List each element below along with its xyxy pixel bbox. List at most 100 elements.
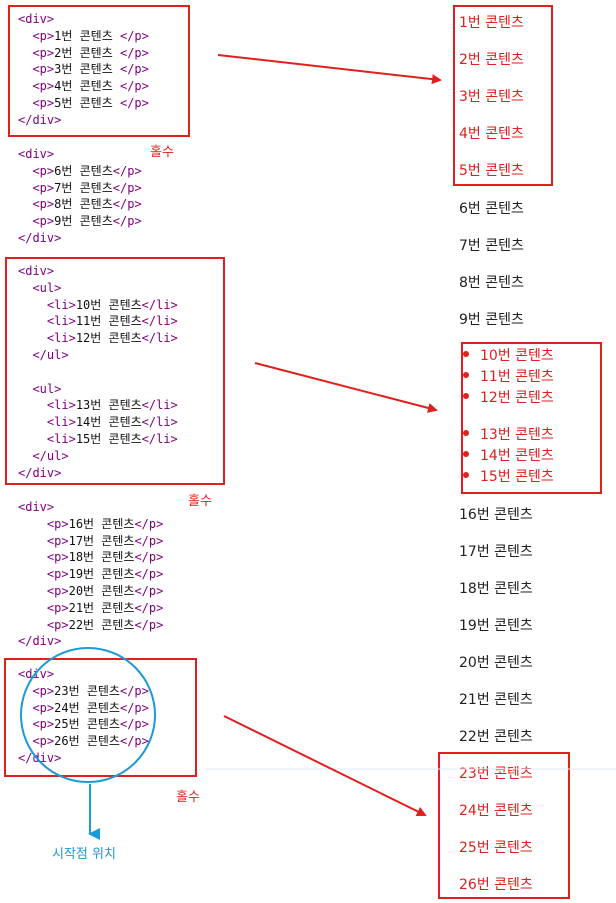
- output-list-item: 15번 콘텐츠: [463, 466, 554, 486]
- code-close-tag: </p>: [134, 583, 164, 598]
- code-content: 3번 콘텐츠: [54, 62, 120, 77]
- code-close-tag: </p>: [119, 734, 149, 749]
- code-close-tag: </li>: [141, 331, 178, 346]
- code-open-tag: <p>: [32, 717, 55, 732]
- output-paragraph: 24번 콘텐츠: [459, 803, 533, 819]
- code-line: <li>12번 콘텐츠</li>: [18, 330, 178, 347]
- code-content: 21번 콘텐츠: [68, 600, 135, 615]
- code-tag: </div>: [18, 112, 62, 127]
- output-paragraph: 23번 콘텐츠: [459, 766, 533, 782]
- code-close-tag: </p>: [112, 180, 142, 195]
- output-box-2: [461, 342, 602, 494]
- code-block-1: <div> <p>1번 콘텐츠 </p> <p>2번 콘텐츠 </p> <p>3…: [18, 11, 149, 129]
- output-paragraph: 4번 콘텐츠: [459, 126, 524, 142]
- output-paragraph: 20번 콘텐츠: [459, 655, 533, 671]
- output-paragraph: 25번 콘텐츠: [459, 840, 533, 856]
- code-close-tag: </p>: [134, 533, 164, 548]
- code-block-4: <div> <p>16번 콘텐츠</p> <p>17번 콘텐츠</p> <p>1…: [18, 499, 163, 650]
- code-content: 6번 콘텐츠: [54, 163, 113, 178]
- code-content: 1번 콘텐츠: [54, 28, 120, 43]
- code-line: <p>5번 콘텐츠 </p>: [18, 95, 148, 112]
- code-open-tag: <p>: [46, 533, 69, 548]
- code-line: <p>8번 콘텐츠</p>: [18, 196, 142, 213]
- code-close-tag: </p>: [119, 700, 149, 715]
- code-line: <p>23번 콘텐츠</p>: [18, 683, 149, 700]
- code-content: 7번 콘텐츠: [54, 180, 113, 195]
- code-open-tag: <p>: [46, 550, 69, 565]
- output-list-item: 11번 콘텐츠: [463, 366, 554, 386]
- code-line: </ul>: [18, 347, 178, 364]
- code-line: </div>: [18, 112, 149, 129]
- code-content: 12번 콘텐츠: [75, 331, 142, 346]
- arrow-1: [217, 54, 442, 85]
- output-list-item: 14번 콘텐츠: [463, 445, 554, 465]
- code-content: 24번 콘텐츠: [54, 700, 120, 715]
- code-open-tag: <p>: [32, 163, 55, 178]
- code-content: 20번 콘텐츠: [68, 583, 135, 598]
- code-content: 14번 콘텐츠: [75, 415, 142, 430]
- output-paragraph: 5번 콘텐츠: [459, 163, 524, 179]
- code-line: <ul>: [18, 381, 178, 398]
- code-content: 16번 콘텐츠: [68, 516, 135, 531]
- code-close-tag: </p>: [119, 62, 149, 77]
- code-tag: </div>: [18, 750, 62, 765]
- code-tag: <div>: [18, 264, 55, 278]
- code-tag: <div>: [18, 12, 55, 26]
- code-line: <ul>: [18, 280, 178, 297]
- output-box-3: [438, 752, 570, 899]
- code-tag: </ul>: [32, 448, 69, 463]
- code-line: <p>21번 콘텐츠</p>: [18, 600, 163, 617]
- code-tag: </div>: [18, 230, 62, 245]
- output-paragraph: 7번 콘텐츠: [459, 238, 524, 254]
- code-content: 9번 콘텐츠: [54, 214, 113, 229]
- code-line: </div>: [18, 633, 163, 650]
- output-list-item: 12번 콘텐츠: [463, 387, 554, 407]
- code-open-tag: <p>: [32, 214, 55, 229]
- code-line: <p>17번 콘텐츠</p>: [18, 533, 163, 550]
- code-content: 22번 콘텐츠: [68, 617, 135, 632]
- code-open-tag: <li>: [46, 415, 76, 430]
- code-close-tag: </li>: [141, 398, 178, 413]
- code-line: <p>25번 콘텐츠</p>: [18, 716, 148, 733]
- code-close-tag: </p>: [112, 214, 142, 229]
- code-line: </div>: [18, 465, 178, 482]
- code-line: <p>2번 콘텐츠 </p>: [18, 45, 149, 62]
- code-open-tag: <p>: [46, 600, 69, 615]
- code-content: 11번 콘텐츠: [75, 314, 142, 329]
- code-close-tag: </p>: [112, 197, 142, 212]
- code-line: </div>: [18, 230, 142, 247]
- code-close-tag: </p>: [134, 567, 164, 582]
- arrow-3: [223, 715, 427, 816]
- output-box-1: [453, 5, 553, 186]
- output-paragraph: 26번 콘텐츠: [459, 877, 533, 893]
- odd-label-1: 홀수: [150, 145, 174, 160]
- code-content: 25번 콘텐츠: [54, 717, 120, 732]
- output-paragraph: 18번 콘텐츠: [459, 581, 533, 597]
- output-paragraph: 1번 콘텐츠: [459, 15, 524, 31]
- code-line: <p>24번 콘텐츠</p>: [18, 700, 149, 717]
- code-content: 15번 콘텐츠: [75, 431, 142, 446]
- code-line: <div>: [18, 499, 163, 516]
- code-open-tag: <li>: [46, 398, 76, 413]
- code-line: <div>: [18, 11, 149, 28]
- code-tag: <ul>: [32, 381, 62, 396]
- code-tag: </ul>: [32, 347, 69, 362]
- code-open-tag: <p>: [46, 516, 69, 531]
- bullet-icon: [463, 393, 469, 399]
- code-line: </ul>: [18, 448, 178, 465]
- code-open-tag: <p>: [46, 617, 69, 632]
- code-box-1: [8, 5, 190, 137]
- code-close-tag: </li>: [141, 415, 178, 430]
- code-close-tag: </p>: [134, 617, 164, 632]
- code-line: <p>16번 콘텐츠</p>: [18, 516, 163, 533]
- code-open-tag: <p>: [32, 62, 55, 77]
- code-tag: <ul>: [32, 280, 62, 295]
- code-close-tag: </p>: [112, 163, 142, 178]
- code-open-tag: <li>: [46, 314, 76, 329]
- output-paragraph: 17번 콘텐츠: [459, 544, 533, 560]
- code-close-tag: </p>: [119, 683, 149, 698]
- code-close-tag: </p>: [119, 45, 149, 60]
- code-content: 10번 콘텐츠: [75, 297, 142, 312]
- code-line: <li>13번 콘텐츠</li>: [18, 397, 178, 414]
